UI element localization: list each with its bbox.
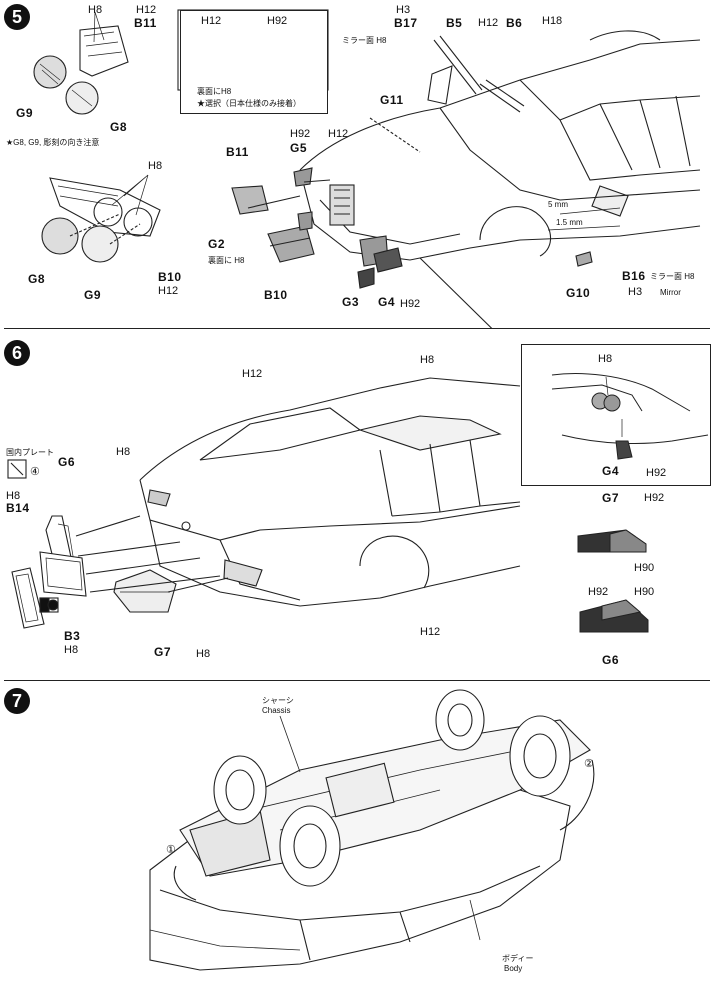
label-h90: H90 xyxy=(634,586,655,598)
label-g9: G9 xyxy=(16,106,34,120)
label-circle-1: ① xyxy=(166,844,176,856)
label-mirror-h8: ミラー面 H8 xyxy=(650,272,695,281)
label-h18: H18 xyxy=(542,15,563,27)
label-h92: H92 xyxy=(646,467,667,479)
label-h8: H8 xyxy=(116,446,131,458)
label-body-jp: ボディー xyxy=(502,954,534,963)
label-b14: B14 xyxy=(6,501,30,515)
label-b17: B17 xyxy=(394,16,418,30)
inset-back-note: 裏面にH8 xyxy=(197,87,232,96)
label-h90: H90 xyxy=(634,562,655,574)
label-b11: B11 xyxy=(134,16,157,30)
label-b6: B6 xyxy=(506,16,523,30)
label-g7: G7 xyxy=(154,645,172,659)
note-engraving: ★G8, G9, 彫刻の向き注意 xyxy=(6,138,100,147)
label-h92: H92 xyxy=(267,15,288,27)
label-domestic-plate: 国内プレート xyxy=(6,448,54,457)
label-mirror-h8: ミラー面 H8 xyxy=(342,36,387,45)
label-h92: H92 xyxy=(644,492,665,504)
label-h92: H92 xyxy=(290,128,311,140)
label-h12: H12 xyxy=(420,626,441,638)
label-h12: H12 xyxy=(201,15,222,27)
step-number-badge: 7 xyxy=(4,688,30,714)
label-h12: H12 xyxy=(478,17,499,29)
front-detail-inset: H8 G4 H92 xyxy=(521,344,711,486)
label-h8: H8 xyxy=(196,648,211,660)
label-g2: G2 xyxy=(208,237,226,251)
label-h8: H8 xyxy=(420,354,435,366)
label-chassis-en: Chassis xyxy=(262,706,291,715)
step-number-badge: 5 xyxy=(4,4,30,30)
front-detail-illustration xyxy=(551,373,709,460)
label-h92: H92 xyxy=(400,298,421,310)
label-g6: G6 xyxy=(58,455,76,469)
label-h12: H12 xyxy=(328,128,349,140)
step-number-badge: 6 xyxy=(4,340,30,366)
label-g3: G3 xyxy=(342,295,360,309)
label-circle-2: ② xyxy=(584,758,594,770)
label-h8: H8 xyxy=(598,353,613,365)
label-back-h8: 裏面に H8 xyxy=(208,256,245,265)
label-h8: H8 xyxy=(64,644,79,656)
label-1-5mm: 1.5 mm xyxy=(556,218,583,227)
label-g8: G8 xyxy=(110,120,128,134)
step-6-panel: 6 xyxy=(0,330,714,680)
step-7-panel: 7 xyxy=(0,680,714,990)
label-b5: B5 xyxy=(446,16,463,30)
window-inset: H12 H92 裏面にH8 ★選択（日本仕様のみ接着） xyxy=(180,10,328,114)
label-h12: H12 xyxy=(242,368,263,380)
label-g11: G11 xyxy=(380,93,404,107)
step-5-panel: 5 xyxy=(0,0,714,328)
label-body-en: Body xyxy=(504,964,523,973)
label-h3: H3 xyxy=(396,4,411,16)
label-h3: H3 xyxy=(628,286,643,298)
label-g4: G4 xyxy=(378,295,396,309)
step-7-illustration xyxy=(149,689,595,971)
label-b10: B10 xyxy=(158,270,182,284)
label-b11: B11 xyxy=(226,145,249,159)
label-g5: G5 xyxy=(290,141,308,155)
label-b16: B16 xyxy=(622,269,646,283)
label-g7: G7 xyxy=(602,491,620,505)
inset-select-note: ★選択（日本仕様のみ接着） xyxy=(197,99,301,108)
label-h8: H8 xyxy=(88,4,103,16)
label-h92: H92 xyxy=(588,586,609,598)
label-chassis-jp: シャーシ xyxy=(262,696,294,705)
step-5-illustration xyxy=(33,9,701,328)
label-h12: H12 xyxy=(136,4,157,16)
label-h12: H12 xyxy=(158,285,179,297)
label-g8: G8 xyxy=(28,272,46,286)
divider xyxy=(4,680,710,681)
label-g9: G9 xyxy=(84,288,102,302)
divider xyxy=(4,328,710,329)
label-circle-4: ④ xyxy=(30,466,40,478)
step-6-illustration xyxy=(7,377,649,633)
label-g6: G6 xyxy=(602,653,620,667)
label-5mm: 5 mm xyxy=(548,200,568,209)
label-mirror-en: Mirror xyxy=(660,288,681,297)
label-h8: H8 xyxy=(6,490,21,502)
label-h8: H8 xyxy=(148,160,163,172)
label-b3: B3 xyxy=(64,629,81,643)
label-b10: B10 xyxy=(264,288,288,302)
label-g10: G10 xyxy=(566,286,591,300)
label-g4: G4 xyxy=(602,464,620,478)
